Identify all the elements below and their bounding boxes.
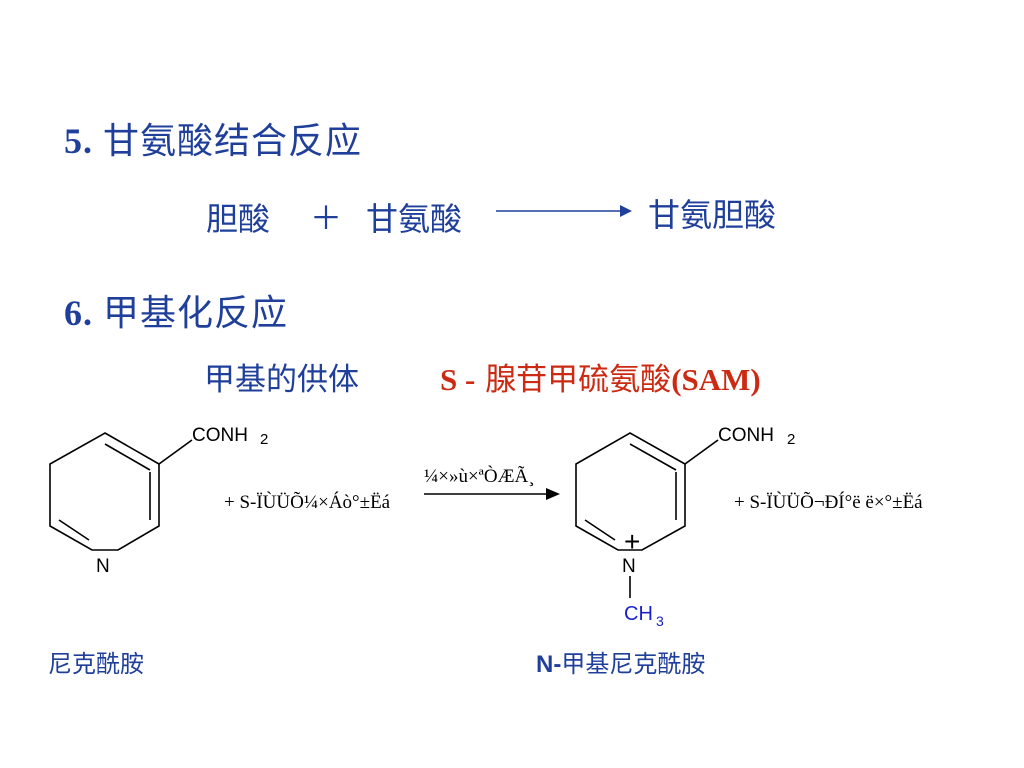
sam-prefix: S - (440, 362, 476, 397)
right-ring-nitrogen: N (622, 556, 636, 577)
section-6-number: 6. (64, 293, 93, 333)
n-methylnicotinamide-structure (575, 432, 719, 598)
methyl-donor-label: 甲基的供体 (204, 362, 359, 398)
nicotinamide-structure (49, 432, 193, 551)
right-conh-label: CONH (718, 425, 774, 446)
plus-sign: ＋ (310, 199, 343, 237)
left-conh-subscript: 2 (260, 431, 268, 448)
positive-charge: + (624, 526, 640, 557)
left-ring-nitrogen: N (96, 556, 110, 577)
methyl-group-subscript: 3 (656, 613, 664, 629)
sam-line: S - 腺苷甲硫氨酸(SAM) (440, 354, 761, 399)
methyl-group-label: CH (624, 603, 653, 625)
right-conh-subscript: 2 (787, 431, 795, 448)
sam-name: 腺苷甲硫氨酸 (485, 362, 672, 398)
section-5-title: 甘氨酸结合反应 (103, 121, 363, 162)
section-6-title: 甲基化反应 (103, 293, 289, 334)
section-5-number: 5. (64, 121, 93, 161)
sam-abbr: (SAM) (671, 362, 761, 397)
reaction-arrow-6 (424, 488, 560, 500)
caption-nicotinamide: 尼克酰胺 (48, 650, 144, 678)
byproduct-text: + S-ÏÙÜÕ¬ÐÍ°ë ë×°±Ëá (734, 491, 923, 513)
caption-n-prefix: N- (536, 651, 562, 678)
section-5-heading: 5.甘氨酸结合反应 (64, 112, 362, 164)
caption-n-methyl-name: 甲基尼克酰胺 (561, 650, 706, 678)
enzyme-label: ¼×»ù×ªÒÆÃ¸ (424, 465, 535, 487)
reactant-cholic-acid: 胆酸 (206, 200, 271, 238)
section-6-heading: 6.甲基化反应 (64, 284, 288, 336)
caption-n-methylnicotinamide: N-甲基尼克酰胺 (536, 644, 705, 679)
reagent-sam-text: + S-ÏÙÜÕ¼×Áò°±Ëá (224, 491, 391, 513)
left-conh-label: CONH (192, 425, 248, 446)
reactant-glycine: 甘氨酸 (366, 200, 463, 238)
product-glycocholic-acid: 甘氨胆酸 (648, 196, 777, 234)
